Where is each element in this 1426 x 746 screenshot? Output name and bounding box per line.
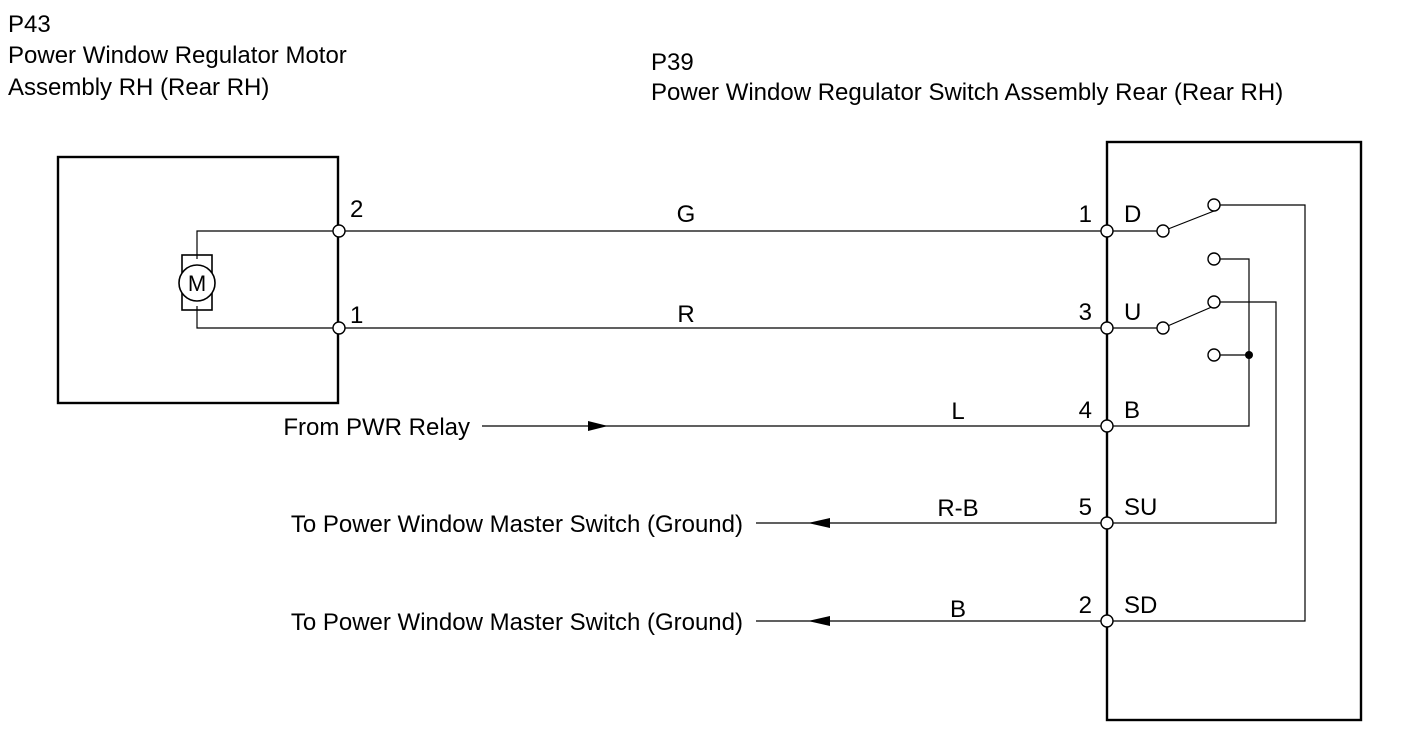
switch-pin-1 [1100, 224, 1114, 238]
switch-contact-d-upper [1207, 198, 1221, 212]
motor-internal-wire-top [196, 230, 339, 259]
switch-pin-2-number: 2 [1079, 592, 1092, 619]
junction-dot [1245, 351, 1253, 359]
motor-symbol: M [178, 254, 216, 311]
switch-terminal-b: B [1124, 397, 1140, 424]
switch-terminal-d: D [1124, 201, 1141, 228]
switch-terminal-sd: SD [1124, 592, 1157, 619]
switch-b-internal [1107, 258, 1250, 427]
motor-pin-2 [332, 224, 346, 238]
wire-b-arrow [808, 616, 830, 626]
wire-r-color-code: R [677, 301, 694, 328]
switch-contact-d-lower [1207, 252, 1221, 266]
wire-rb-color-code: R-B [937, 495, 978, 522]
switch-pin-1-number: 1 [1079, 201, 1092, 228]
switch-su-internal [1107, 301, 1277, 524]
switch-terminal-su: SU [1124, 494, 1157, 521]
motor-pin-2-number: 2 [350, 196, 363, 223]
to-master-switch-su-label: To Power Window Master Switch (Ground) [291, 511, 743, 538]
switch-assembly-box [1105, 140, 1363, 722]
from-pwr-relay-label: From PWR Relay [283, 414, 470, 441]
switch-contact-u-upper [1207, 295, 1221, 309]
switch-name: Power Window Regulator Switch Assembly R… [651, 79, 1283, 106]
switch-pin-4 [1100, 419, 1114, 433]
motor-pin-1 [332, 321, 346, 335]
motor-assembly-box [56, 155, 340, 405]
wire-l-arrow [588, 421, 608, 431]
to-master-switch-sd-label: To Power Window Master Switch (Ground) [291, 609, 743, 636]
motor-connector-code: P43 [8, 11, 51, 38]
motor-symbol-label: M [188, 271, 206, 296]
switch-pin-3 [1100, 321, 1114, 335]
wire-g-color-code: G [677, 201, 696, 228]
switch-pin-4-number: 4 [1079, 397, 1092, 424]
wire-b-color-code: B [950, 596, 966, 623]
motor-name-line1: Power Window Regulator Motor [8, 42, 347, 69]
switch-pin-5-number: 5 [1079, 494, 1092, 521]
switch-d-contact-arm [1162, 210, 1215, 232]
switch-sd-internal [1107, 204, 1306, 622]
wire-rb-arrow [808, 518, 830, 528]
switch-u-contact-arm [1162, 305, 1215, 329]
motor-name-line2: Assembly RH (Rear RH) [8, 74, 269, 101]
switch-pin-5 [1100, 516, 1114, 530]
switch-pin-3-number: 3 [1079, 299, 1092, 326]
motor-pin-1-number: 1 [350, 302, 363, 329]
switch-pin-2 [1100, 614, 1114, 628]
wire-l-color-code: L [951, 398, 964, 425]
motor-internal-wire-bottom [196, 306, 339, 329]
switch-contact-d-common [1156, 224, 1170, 238]
switch-contact-u-lower [1207, 348, 1221, 362]
switch-contact-u-common [1156, 321, 1170, 335]
switch-terminal-u: U [1124, 299, 1141, 326]
switch-connector-code: P39 [651, 49, 694, 76]
